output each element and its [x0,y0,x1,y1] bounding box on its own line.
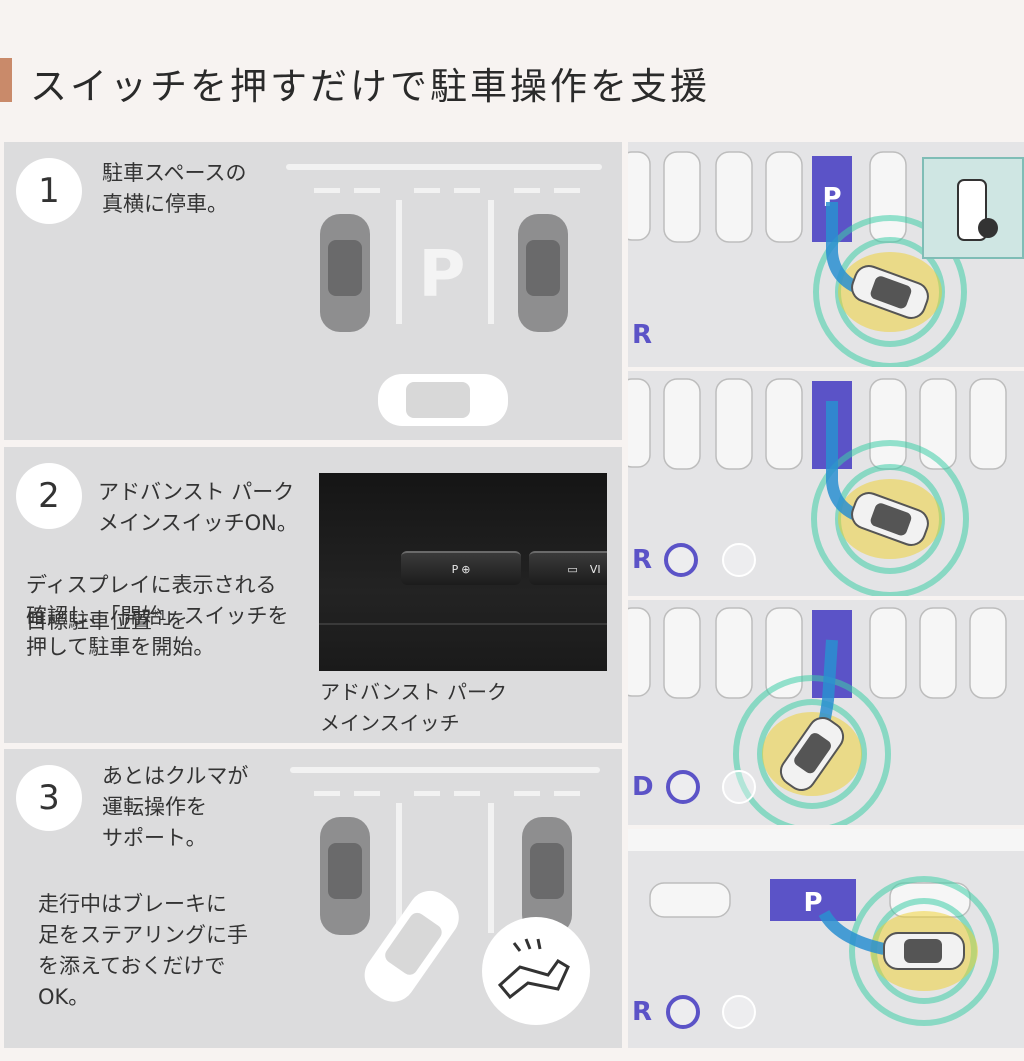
steering-assist-icon [666,995,700,1029]
parking-panel-4: P R [628,829,1024,1048]
step-3-card: 3 あとはクルマが 運転操作を サポート。 走行中はブレーキに 足をステアリング… [4,749,622,1048]
step-1-card: 1 駐車スペースの 真横に停車。 P [4,142,622,440]
step-2-text-heading: アドバンスト パーク メインスイッチON。 [98,480,298,535]
parking-sign-p: P [419,238,466,312]
parking-panel-2: R [628,371,1024,596]
step-number-badge: 1 [16,158,82,224]
pedal-icon [722,995,756,1029]
parked-car-left [320,817,370,935]
parked-car-right [518,214,568,332]
switch-p-label: P [451,562,459,576]
gear-indicator: D [632,772,654,802]
parking-lot-view: P [628,142,1024,367]
parking-panel-1: P R [628,142,1024,367]
pedal-icon [722,543,756,577]
page-title: スイッチを押すだけで駐車操作を支援 [30,65,710,108]
parking-diagram: P [286,164,602,426]
page-header: スイッチを押すだけで駐車操作を支援 [0,0,1024,138]
pedal-icon [722,770,756,804]
camera-icon: ▭ [567,562,578,576]
parking-lot-view [628,371,1024,596]
advanced-park-main-switch: P ⊕ [401,551,521,585]
brake-foot-icon [482,917,590,1025]
step-2-text-body: ディスプレイに表示される 目標駐車位置*1を [26,539,277,637]
header-accent-bar [0,58,12,102]
step-number-badge: 2 [16,463,82,529]
step-2-text-b: を [166,609,188,633]
parking-panel-3: D [628,600,1024,825]
white-car [378,374,508,426]
step-2-text-c: 確認し､「開始」スイッチを 押して駐車を開始。 [26,604,289,659]
gear-indicator: R [632,545,653,575]
parking-diagram [290,767,600,1025]
hand-icon [978,218,998,238]
switch-photo: P ⊕ ▭ VI [319,473,607,671]
switch-vi-label: VI [589,562,601,576]
parking-sign-p: P [803,888,822,918]
step-1-text: 駐車スペースの 真横に停車。 [102,161,247,216]
parked-car-left [320,214,370,332]
photo-caption: アドバンスト パーク メインスイッチ [320,680,507,735]
step-2-card: 2 アドバンスト パーク メインスイッチON。 ディスプレイに表示される 目標駐… [4,447,622,743]
parking-lot-view: P [628,829,1024,1048]
parking-lot-view [628,600,1024,825]
steering-assist-icon [664,543,698,577]
steering-assist-icon [666,770,700,804]
gear-indicator: R [632,997,653,1027]
white-car-reversing [364,890,459,1002]
step-3-text: あとはクルマが 運転操作を サポート。 [102,764,249,850]
step-number-badge: 3 [16,765,82,831]
step-2-text-a: ディスプレイに表示される 目標駐車位置 [26,573,277,633]
view-switch: ▭ VI [529,551,607,585]
step-3-note: 走行中はブレーキに 足をステアリングに手 を添えておくだけで OK。 [38,892,248,1009]
gear-indicator: R [632,320,653,350]
footnote-mark: *1 [152,609,167,624]
parked-car-right [522,817,572,935]
steering-icon: ⊕ [461,562,471,576]
panel-seam [319,623,607,625]
